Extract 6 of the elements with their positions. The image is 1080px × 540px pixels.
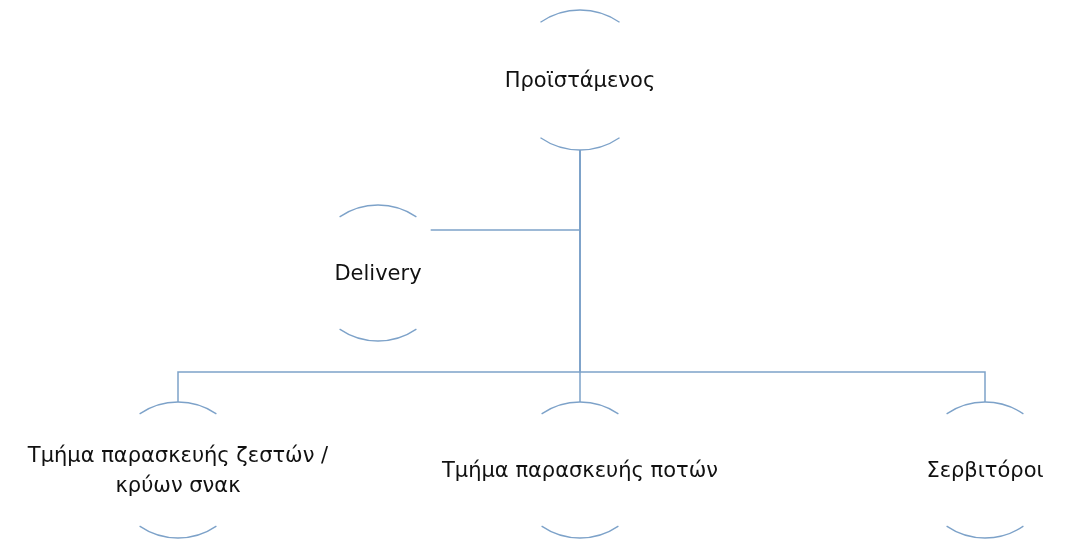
node-label: Προϊστάμενος [503,67,657,94]
node-label: Τμήμα παρασκευής ζεστών / κρύων σνακ [26,442,330,499]
node-label: Τμήμα παρασκευής ποτών [441,457,719,484]
connector-line [579,149,986,403]
node-label: Delivery [333,260,423,287]
node-label: Σερβιτόροι [925,457,1045,484]
